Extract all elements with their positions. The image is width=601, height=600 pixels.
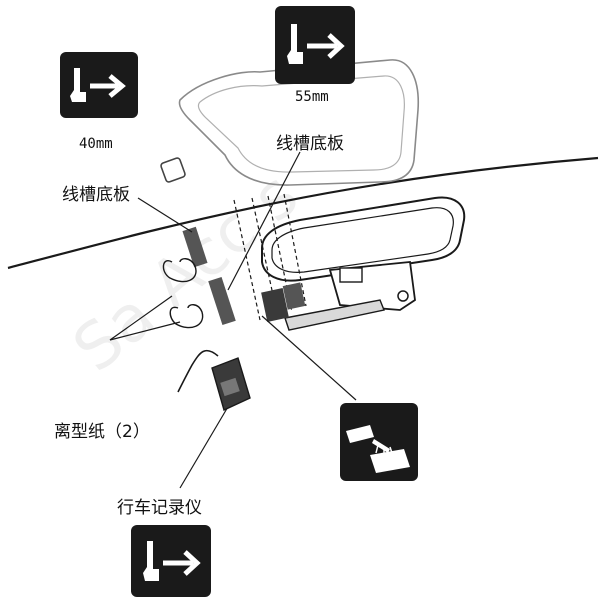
rearview-mirror [261, 196, 466, 282]
measure-40mm-label: 40mm [79, 136, 113, 152]
cable-trough-base-label-right: 线槽底板 [276, 134, 344, 154]
sensor-housing-inner [197, 75, 405, 173]
cable-trough-rail [284, 299, 385, 331]
leader-wipe [261, 315, 357, 401]
release-paper-hook-1 [162, 258, 197, 283]
leader-release-1 [109, 295, 173, 341]
push-hand-icon [287, 24, 345, 64]
push-hand-icon-bottom [131, 525, 211, 597]
sensor-housing-outline [178, 59, 420, 186]
push-hand-icon [143, 541, 201, 581]
small-square-marker [160, 157, 186, 183]
cleaning-cloth-icon-box [340, 403, 418, 481]
push-hand-icon-top-center [275, 6, 355, 84]
push-hand-icon-top-left [60, 52, 138, 118]
mount-screw [397, 290, 409, 302]
windshield-edge [7, 156, 599, 270]
push-hand-icon [70, 68, 126, 102]
leader-release-2 [109, 321, 181, 341]
cable-clip-dark-1 [261, 288, 289, 322]
mirror-inner [271, 207, 454, 273]
release-paper-label: 离型纸（2） [54, 422, 150, 442]
cleaning-cloth-icon [346, 425, 410, 473]
dashcam-cable [177, 349, 219, 393]
guide-dash-4 [283, 193, 307, 307]
cable-trough-base-label-left: 线槽底板 [62, 185, 130, 205]
trough-base-strip-right [208, 276, 236, 326]
trough-base-strip-left [182, 226, 208, 268]
mount-clip [339, 267, 363, 283]
leader-dashcam [179, 399, 233, 489]
guide-dash-1 [233, 199, 261, 321]
dash-cam-label: 行车记录仪 [117, 498, 202, 518]
leader-trough-left [137, 197, 193, 233]
cable-clip-dark-2 [282, 282, 306, 310]
release-paper-hook-2 [169, 304, 204, 329]
measure-55mm-label: 55mm [295, 89, 329, 105]
leader-trough-right [227, 151, 301, 291]
dashcam-lens [220, 377, 240, 397]
